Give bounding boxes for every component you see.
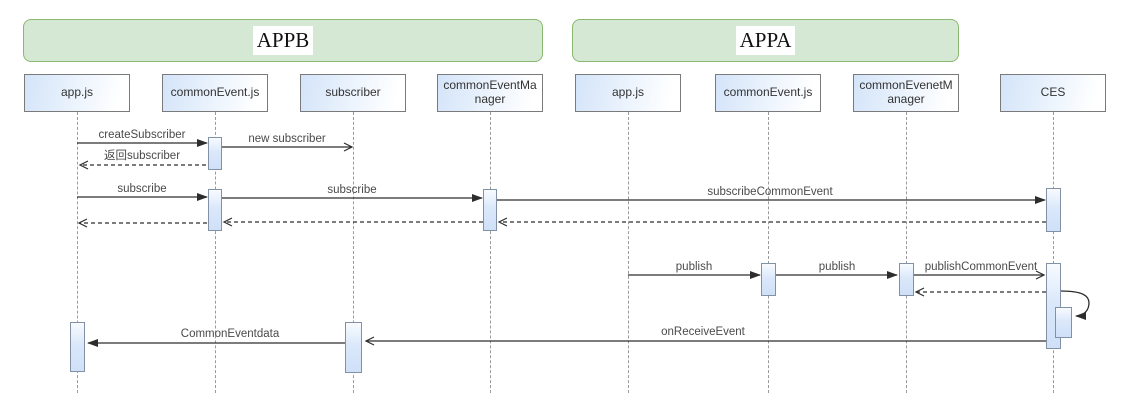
lifeline-appb-appjs	[77, 112, 78, 393]
activation-appb-commoneventjs-1	[208, 137, 222, 170]
activation-appb-subscriber	[345, 322, 362, 373]
actor-label: commonEvent.js	[723, 85, 813, 100]
activation-ces-self-call	[1055, 307, 1072, 338]
actor-appb-subscriber: subscriber	[300, 74, 406, 112]
actor-label: subscriber	[325, 85, 381, 100]
lifeline-appa-appjs	[628, 112, 629, 393]
message-label-new-subscriber: new subscriber	[248, 133, 326, 145]
message-label-publish-common-event: publishCommonEvent	[924, 261, 1038, 273]
lifeline-appb-commoneventmanager	[490, 112, 491, 393]
message-label-common-event-data: CommonEventdata	[180, 328, 280, 340]
actor-appa-commoneventjs: commonEvent.js	[715, 74, 821, 112]
message-label-subscribe-1: subscribe	[117, 183, 167, 195]
message-label-on-receive-event: onReceiveEvent	[661, 326, 745, 338]
message-label-publish-2: publish	[818, 261, 856, 273]
group-title-appa: APPA	[735, 26, 796, 55]
activation-ces-subscribe	[1046, 188, 1061, 232]
lifeline-appb-commoneventjs	[215, 112, 216, 393]
actor-label: CES	[1040, 85, 1066, 100]
actor-appb-commoneventjs: commonEvent.js	[162, 74, 268, 112]
activation-appa-commoneventmanager	[899, 263, 914, 296]
actor-label: commonEvenetManager	[859, 78, 953, 106]
lifeline-appa-commoneventmanager	[906, 112, 907, 393]
activation-appb-appjs	[70, 322, 85, 372]
actor-appb-commoneventmanager: commonEventManager	[437, 74, 543, 112]
activation-appb-commoneventjs-2	[208, 189, 222, 231]
lifeline-appa-commoneventjs	[768, 112, 769, 393]
lifeline-appb-subscriber	[353, 112, 354, 393]
actor-appa-commoneventmanager: commonEvenetManager	[853, 74, 959, 112]
message-label-subscribe-common-event: subscribeCommonEvent	[707, 186, 833, 198]
actor-label: commonEventManager	[443, 78, 537, 106]
activation-appb-commoneventmanager	[483, 189, 497, 231]
actor-ces: CES	[1000, 74, 1106, 112]
actor-appa-appjs: app.js	[575, 74, 681, 112]
actor-label: commonEvent.js	[170, 85, 260, 100]
group-title-appb: APPB	[252, 26, 314, 55]
arrow-ces-self-loop	[1060, 290, 1090, 320]
group-frame-appb: APPB	[23, 19, 543, 62]
activation-appa-commoneventjs	[761, 263, 776, 296]
message-label-publish-1: publish	[675, 261, 713, 273]
message-label-subscribe-2: subscribe	[327, 184, 377, 196]
group-frame-appa: APPA	[572, 19, 959, 62]
actor-appb-appjs: app.js	[24, 74, 130, 112]
actor-label: app.js	[60, 85, 94, 100]
message-label-return-subscriber: 返回subscriber	[103, 150, 181, 162]
lifeline-ces	[1053, 112, 1054, 393]
actor-label: app.js	[611, 85, 645, 100]
message-label-create-subscriber: createSubscriber	[98, 129, 186, 141]
